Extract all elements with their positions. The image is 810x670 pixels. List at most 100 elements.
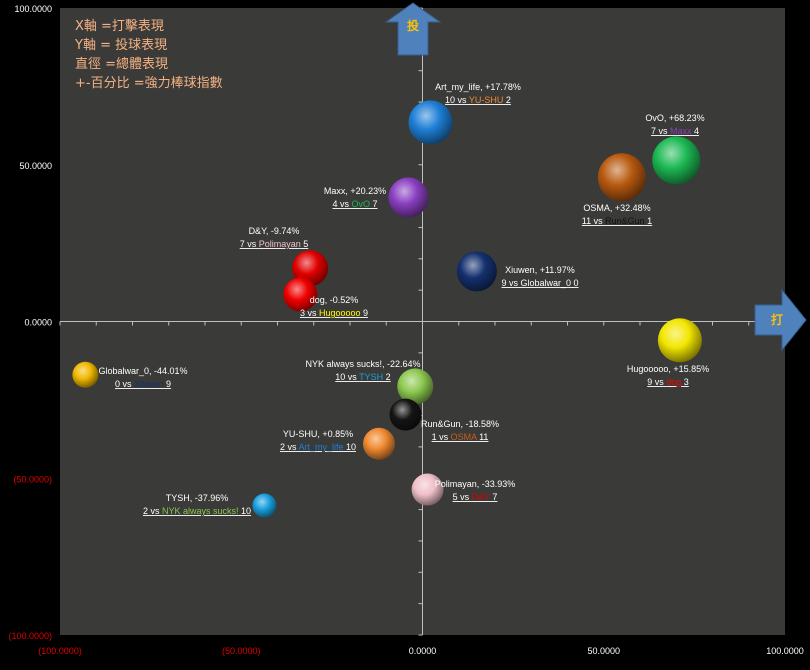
data-label: Run&Gun, -18.58% xyxy=(421,419,499,429)
data-label: Polimayan, -33.93% xyxy=(435,479,516,489)
matchup-opponent-rank: 9 xyxy=(361,308,369,318)
matchup-opponent: Globalwar_0 xyxy=(520,278,571,288)
matchup-opponent-rank: 2 xyxy=(503,95,511,105)
matchup-rank: 4 vs xyxy=(332,199,351,209)
matchup-opponent-rank: 3 xyxy=(681,377,689,387)
matchup-label: 3 vs Hugooooo 9 xyxy=(300,308,368,318)
legend-line: Y軸 = 投球表現 xyxy=(75,38,168,53)
x-tick-label: (50.0000) xyxy=(222,646,261,656)
matchup-opponent: Polimayan xyxy=(259,239,301,249)
matchup-rank: 10 vs xyxy=(335,372,359,382)
matchup-opponent: NYK always sucks! xyxy=(162,506,239,516)
bubble-tysh[interactable] xyxy=(252,493,277,518)
matchup-label: 10 vs YU-SHU 2 xyxy=(445,95,511,105)
bubble-run-gun[interactable] xyxy=(389,398,422,431)
x-tick-label: 50.0000 xyxy=(587,646,620,656)
matchup-label: 7 vs Maxx 4 xyxy=(651,126,699,136)
bubble-globalwar-0[interactable] xyxy=(72,361,99,388)
bubble-art-my-life[interactable] xyxy=(408,100,453,145)
bubble-hugooooo[interactable] xyxy=(657,318,702,363)
data-label: OSMA, +32.48% xyxy=(583,203,650,213)
matchup-label: 2 vs NYK always sucks! 10 xyxy=(143,506,251,516)
matchup-label: 10 vs TYSH 2 xyxy=(335,372,390,382)
bubble-xiuwen[interactable] xyxy=(456,251,497,292)
data-label: TYSH, -37.96% xyxy=(166,493,229,503)
matchup-opponent: dog xyxy=(666,377,681,387)
matchup-opponent-rank: 4 xyxy=(692,126,700,136)
y-tick-label: 50.0000 xyxy=(19,161,52,171)
matchup-label: 5 vs D&Y 7 xyxy=(453,492,498,502)
y-tick-label: (100.0000) xyxy=(8,631,52,641)
matchup-opponent-rank: 2 xyxy=(383,372,391,382)
bubble-d-y[interactable] xyxy=(292,250,329,287)
data-label: YU-SHU, +0.85% xyxy=(283,429,353,439)
bubble-osma[interactable] xyxy=(597,153,646,202)
bubble-ovo[interactable] xyxy=(652,136,701,185)
arrow-up-label: 投 xyxy=(407,18,419,33)
data-label: dog, -0.52% xyxy=(310,295,359,305)
matchup-rank: 1 vs xyxy=(432,432,451,442)
matchup-rank: 9 vs xyxy=(501,278,520,288)
matchup-rank: 5 vs xyxy=(453,492,472,502)
arrow-right-icon xyxy=(754,288,807,352)
data-label: Hugooooo, +15.85% xyxy=(627,364,709,374)
matchup-opponent: Hugooooo xyxy=(319,308,361,318)
matchup-opponent: Maxx xyxy=(670,126,692,136)
legend-box: X軸 =打擊表現 Y軸 = 投球表現 直徑 =總體表現 +-百分比 =強力棒球指… xyxy=(75,17,223,93)
x-tick-label: 100.0000 xyxy=(766,646,804,656)
matchup-opponent-rank: 0 xyxy=(571,278,579,288)
matchup-label: 0 vs Xiuwen 9 xyxy=(115,379,171,389)
bubble-yu-shu[interactable] xyxy=(363,427,395,460)
x-tick-label: (100.0000) xyxy=(38,646,82,656)
matchup-label: 7 vs Polimayan 5 xyxy=(240,239,309,249)
y-tick-label: 100.0000 xyxy=(14,4,52,14)
bubble-nyk-always-sucks-[interactable] xyxy=(397,368,434,405)
matchup-label: 1 vs OSMA 11 xyxy=(432,432,489,442)
bubble-dog[interactable] xyxy=(283,277,318,312)
matchup-rank: 10 vs xyxy=(445,95,469,105)
bubble-maxx[interactable] xyxy=(388,177,429,218)
matchup-opponent: Run&Gun xyxy=(605,216,645,226)
arrow-up-icon xyxy=(384,2,442,56)
data-label: NYK always sucks!, -22.64% xyxy=(305,359,420,369)
matchup-opponent: YU-SHU xyxy=(469,95,504,105)
y-tick-label: (50.0000) xyxy=(13,474,52,484)
matchup-rank: 9 vs xyxy=(647,377,666,387)
matchup-rank: 2 vs xyxy=(143,506,162,516)
matchup-rank: 0 vs xyxy=(115,379,134,389)
matchup-label: 11 vs Run&Gun 1 xyxy=(582,216,652,226)
matchup-opponent-rank: 7 xyxy=(370,199,378,209)
matchup-rank: 3 vs xyxy=(300,308,319,318)
matchup-label: 9 vs dog 3 xyxy=(647,377,689,387)
legend-line: +-百分比 =強力棒球指數 xyxy=(75,76,223,91)
matchup-label: 4 vs OvO 7 xyxy=(332,199,377,209)
matchup-opponent-rank: 10 xyxy=(344,442,357,452)
matchup-opponent-rank: 1 xyxy=(645,216,653,226)
matchup-rank: 11 vs xyxy=(582,216,605,226)
matchup-rank: 2 vs xyxy=(280,442,299,452)
matchup-opponent-rank: 7 xyxy=(490,492,498,502)
matchup-rank: 7 vs xyxy=(240,239,259,249)
matchup-opponent-rank: 11 xyxy=(477,432,489,442)
bubble-polimayan[interactable] xyxy=(411,473,444,506)
matchup-opponent-rank: 9 xyxy=(164,379,172,389)
legend-line: X軸 =打擊表現 xyxy=(75,19,164,34)
matchup-opponent: Xiuwen xyxy=(134,379,164,389)
matchup-opponent: Art_my_life xyxy=(298,442,343,452)
legend-line: 直徑 =總體表現 xyxy=(75,57,169,72)
data-label: Globalwar_0, -44.01% xyxy=(98,366,187,376)
matchup-opponent: TYSH xyxy=(359,372,383,382)
matchup-rank: 7 vs xyxy=(651,126,670,136)
matchup-opponent: OvO xyxy=(351,199,370,209)
data-label: D&Y, -9.74% xyxy=(249,226,300,236)
matchup-opponent: OSMA xyxy=(451,432,478,442)
matchup-label: 9 vs Globalwar_0 0 xyxy=(501,278,578,288)
data-label: Maxx, +20.23% xyxy=(324,186,386,196)
data-label: OvO, +68.23% xyxy=(645,113,704,123)
matchup-opponent: D&Y xyxy=(472,492,491,502)
y-tick-label: 0.0000 xyxy=(24,318,52,328)
data-label: Art_my_life, +17.78% xyxy=(435,82,521,92)
matchup-opponent-rank: 5 xyxy=(301,239,309,249)
